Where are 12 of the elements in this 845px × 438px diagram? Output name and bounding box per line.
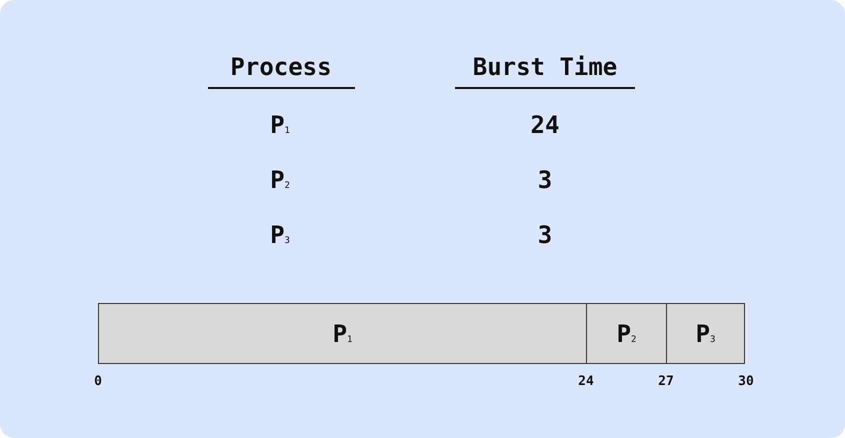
gantt-segment [586, 303, 667, 364]
table-value: 24 [530, 112, 560, 138]
gantt-segment [666, 303, 745, 364]
table-value: 3 [538, 166, 552, 194]
table-value: 3 [538, 222, 552, 248]
gantt-segment [98, 303, 587, 364]
time-tick-label: 0 [94, 374, 102, 390]
time-tick-label: 27 [658, 374, 674, 390]
column-header: Burst Time [472, 54, 618, 80]
column-header: Process [230, 54, 332, 80]
time-tick-label: 30 [738, 374, 754, 390]
time-tick-label: 24 [578, 374, 594, 390]
